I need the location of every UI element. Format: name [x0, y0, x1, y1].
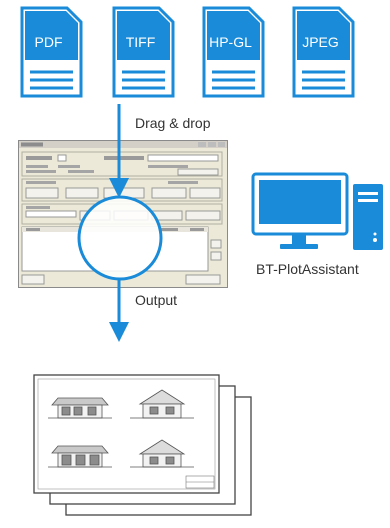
file-icon-hpgl: HP-GL	[202, 6, 265, 98]
file-type-label: PDF	[34, 34, 63, 50]
building-elevation-drawing	[130, 389, 194, 419]
file-icon-pdf: PDF	[20, 6, 83, 98]
document-icon	[112, 6, 175, 98]
output-label: Output	[135, 292, 178, 308]
drop-circle-icon	[77, 195, 163, 281]
output-sheets	[33, 374, 252, 516]
file-icon-tiff: TIFF	[112, 6, 175, 98]
document-icon	[202, 6, 265, 98]
building-elevation-drawing	[48, 445, 112, 468]
building-elevation-drawing	[130, 439, 194, 468]
file-type-label: JPEG	[302, 34, 339, 50]
down-arrow-icon	[109, 279, 129, 342]
document-icon	[20, 6, 83, 98]
file-type-label: HP-GL	[209, 34, 252, 50]
file-type-label: TIFF	[125, 34, 156, 50]
building-elevation-drawing	[48, 397, 112, 419]
computer-icon	[251, 172, 383, 250]
down-arrow-icon	[109, 104, 129, 198]
document-icon	[292, 6, 355, 98]
drag-drop-label: Drag & drop	[135, 115, 211, 131]
file-icon-jpeg: JPEG	[292, 6, 355, 98]
drawing-sheet-front	[33, 374, 220, 494]
computer-caption: BT-PlotAssistant	[256, 261, 359, 277]
